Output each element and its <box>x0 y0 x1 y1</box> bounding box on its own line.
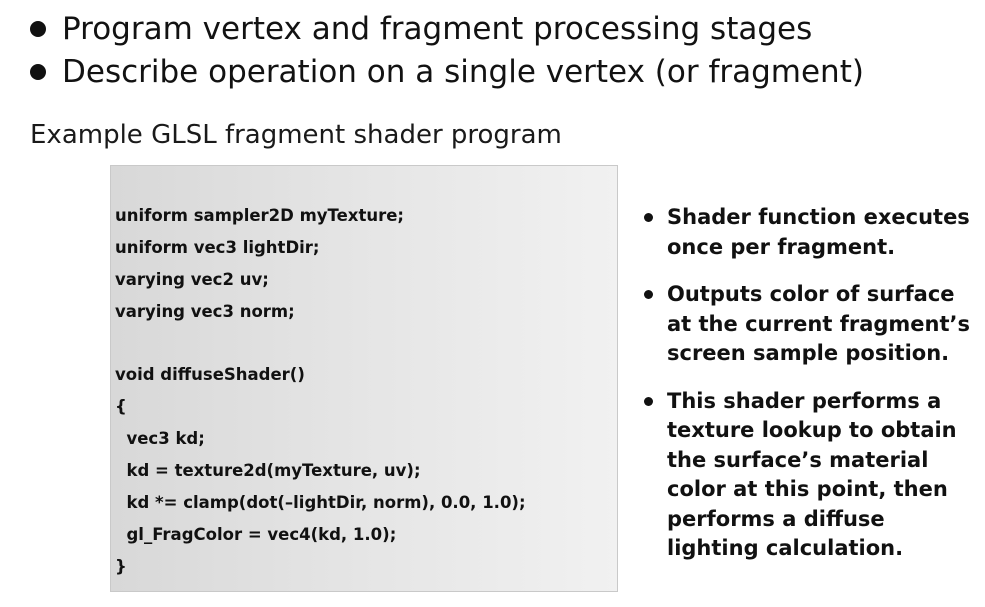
code-line-blank <box>115 328 526 360</box>
top-bullet-text: Program vertex and fragment processing s… <box>62 11 813 47</box>
side-bullet-line: texture lookup to obtain <box>667 418 957 442</box>
side-bullet-item: This shader performs a texture lookup to… <box>643 387 978 564</box>
side-bullet-line: Outputs color of surface <box>667 282 955 306</box>
code-line: uniform vec3 lightDir; <box>115 237 320 257</box>
side-bullet-item: Shader function executes once per fragme… <box>643 203 978 262</box>
top-bullet-list: Program vertex and fragment processing s… <box>28 8 864 94</box>
bullet-dot-icon <box>644 396 653 406</box>
top-bullet-item: Describe operation on a single vertex (o… <box>28 51 864 94</box>
section-subtitle: Example GLSL fragment shader program <box>30 120 562 150</box>
code-line: void diffuseShader() <box>115 365 305 385</box>
top-bullet-item: Program vertex and fragment processing s… <box>28 8 864 51</box>
side-bullet-line: at the current fragment’s <box>667 311 971 336</box>
code-line: varying vec3 norm; <box>115 301 295 321</box>
code-line: uniform sampler2D myTexture; <box>115 206 405 225</box>
code-listing: uniform sampler2D myTexture; uniform vec… <box>115 200 526 583</box>
side-bullet-line: lighting calculation. <box>667 536 904 560</box>
side-bullet-line: screen sample position. <box>667 341 950 365</box>
bullet-dot-icon <box>644 290 653 299</box>
side-bullet-line: performs a diffuse <box>667 506 885 531</box>
code-panel: uniform sampler2D myTexture; uniform vec… <box>110 165 618 592</box>
bullet-dot-icon <box>30 64 46 80</box>
code-line: gl_FragColor = vec4(kd, 1.0); <box>115 524 397 544</box>
code-line: } <box>115 556 127 576</box>
code-line: kd *= clamp(dot(–lightDir, norm), 0.0, 1… <box>115 493 526 513</box>
top-bullet-text: Describe operation on a single vertex (o… <box>62 54 864 90</box>
side-bullet-line: color at this point, then <box>667 477 948 501</box>
side-bullet-item: Outputs color of surface at the current … <box>643 280 978 369</box>
code-line: { <box>115 397 127 417</box>
side-bullet-list: Shader function executes once per fragme… <box>643 203 978 582</box>
bullet-dot-icon <box>644 213 653 222</box>
code-line: vec3 kd; <box>115 429 205 449</box>
side-bullet-line: once per fragment. <box>667 234 896 259</box>
side-bullet-line: This shader performs a <box>667 388 942 413</box>
side-bullet-line: the surface’s material <box>667 447 929 472</box>
side-bullet-line: Shader function executes <box>667 205 970 229</box>
code-line: kd = texture2d(myTexture, uv); <box>115 461 421 481</box>
bullet-dot-icon <box>30 21 46 37</box>
code-line: varying vec2 uv; <box>115 269 269 289</box>
